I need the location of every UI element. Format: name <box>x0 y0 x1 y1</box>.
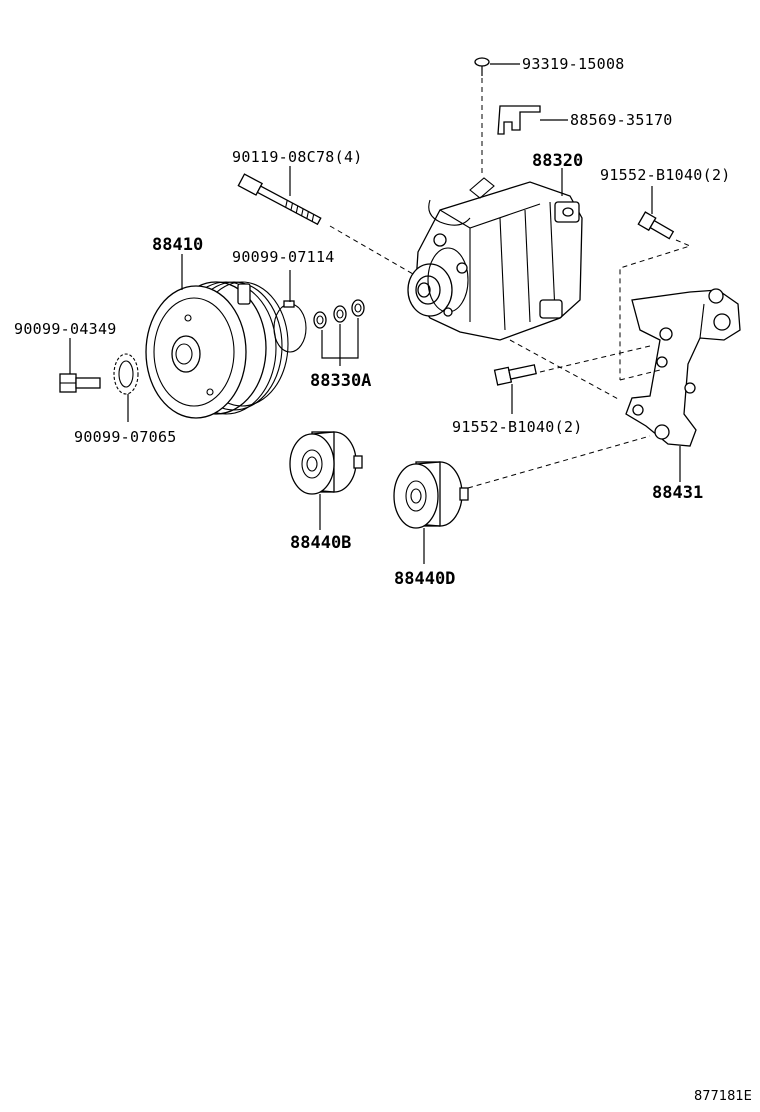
screw-93319[interactable] <box>474 57 520 175</box>
bolt-90099-04349[interactable] <box>59 338 101 393</box>
label-90119-08C78[interactable]: 90119-08C78(4) <box>232 148 363 166</box>
label-88440D[interactable]: 88440D <box>394 569 455 589</box>
bracket-88431[interactable] <box>509 288 741 482</box>
label-88440B[interactable]: 88440B <box>290 533 351 553</box>
idler-88440D[interactable] <box>393 435 651 564</box>
label-90099-07065[interactable]: 90099-07065 <box>74 428 177 446</box>
label-88330A[interactable]: 88330A <box>310 371 371 391</box>
compressor-88320[interactable] <box>407 168 583 341</box>
idler-88440B[interactable] <box>289 431 363 530</box>
label-90099-07114[interactable]: 90099-07114 <box>232 248 335 266</box>
clip-88569[interactable] <box>497 105 568 135</box>
bolt-90119[interactable] <box>237 166 421 279</box>
bolt-91552-upper[interactable] <box>619 186 692 380</box>
snap-ring-90099-07114[interactable] <box>273 270 307 353</box>
washer-90099-07065[interactable] <box>113 353 139 422</box>
shims-88330A[interactable] <box>313 299 365 366</box>
diagram-reference-code: 877181E <box>694 1089 752 1104</box>
label-90099-04349[interactable]: 90099-04349 <box>14 320 117 338</box>
label-88569-35170[interactable]: 88569-35170 <box>570 111 673 129</box>
label-88320[interactable]: 88320 <box>532 151 583 171</box>
bolt-91552-lower[interactable] <box>493 362 537 414</box>
label-88410[interactable]: 88410 <box>152 235 203 255</box>
label-91552-B1040-upper[interactable]: 91552-B1040(2) <box>600 166 731 184</box>
label-88431[interactable]: 88431 <box>652 483 703 503</box>
label-91552-B1040-lower[interactable]: 91552-B1040(2) <box>452 418 583 436</box>
label-93319-15008[interactable]: 93319-15008 <box>522 55 625 73</box>
pulley-88410[interactable] <box>145 254 289 419</box>
